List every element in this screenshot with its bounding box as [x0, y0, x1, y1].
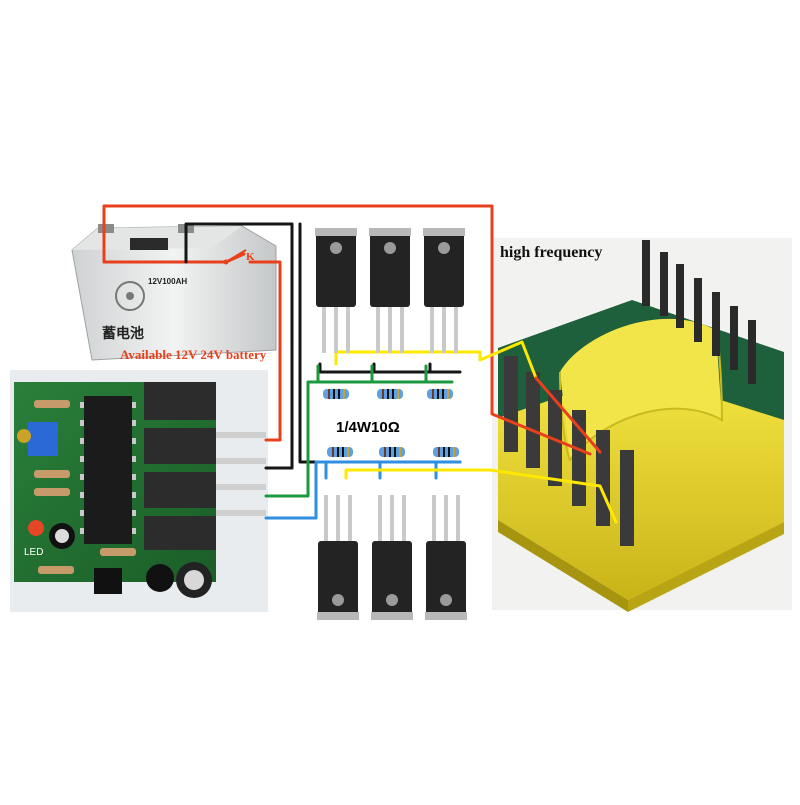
mosfet-icon — [425, 495, 467, 620]
positive-wire — [102, 204, 592, 456]
resistor-icon — [427, 389, 453, 399]
resistor-icon — [433, 447, 459, 457]
resistor-icon — [377, 389, 403, 399]
resistor-spec-label: 1/4W10Ω — [336, 419, 400, 436]
wiring — [102, 204, 618, 524]
mosfet-icon — [317, 495, 359, 620]
resistor-row-top — [323, 389, 453, 399]
gate-wire-green — [264, 364, 454, 498]
resistor-icon — [323, 389, 349, 399]
switch-icon — [223, 249, 247, 265]
transformer-icon — [492, 238, 792, 612]
transformer-label: high frequency — [500, 244, 603, 261]
switch-label: K — [246, 251, 255, 263]
resistor-icon — [327, 447, 353, 457]
mosfet-icon — [369, 228, 411, 353]
mosfet-icon — [315, 228, 357, 353]
drain-wire-bottom — [344, 468, 618, 524]
battery-icon: 12V100AH 蓄电池 — [71, 224, 277, 361]
resistor-icon — [379, 447, 405, 457]
led-label: LED — [24, 547, 43, 558]
center-tap-wire — [534, 376, 602, 454]
mosfet-icon — [423, 228, 465, 353]
negative-bus-top — [298, 222, 462, 464]
gate-wire-blue — [264, 460, 462, 520]
battery-caption: Available 12V 24V battery — [120, 347, 267, 362]
battery-rating: 12V100AH — [148, 277, 187, 286]
negative-wire — [184, 222, 294, 470]
pcb-power-wire — [248, 260, 282, 442]
resistor-row-bottom — [327, 447, 459, 457]
mosfet-row-top — [315, 228, 465, 353]
mosfet-icon — [371, 495, 413, 620]
drain-wire-top — [334, 340, 538, 380]
pcb-module-icon: LED — [10, 370, 268, 612]
mosfet-row-bottom — [317, 495, 467, 620]
battery-brand: 蓄电池 — [102, 325, 144, 341]
